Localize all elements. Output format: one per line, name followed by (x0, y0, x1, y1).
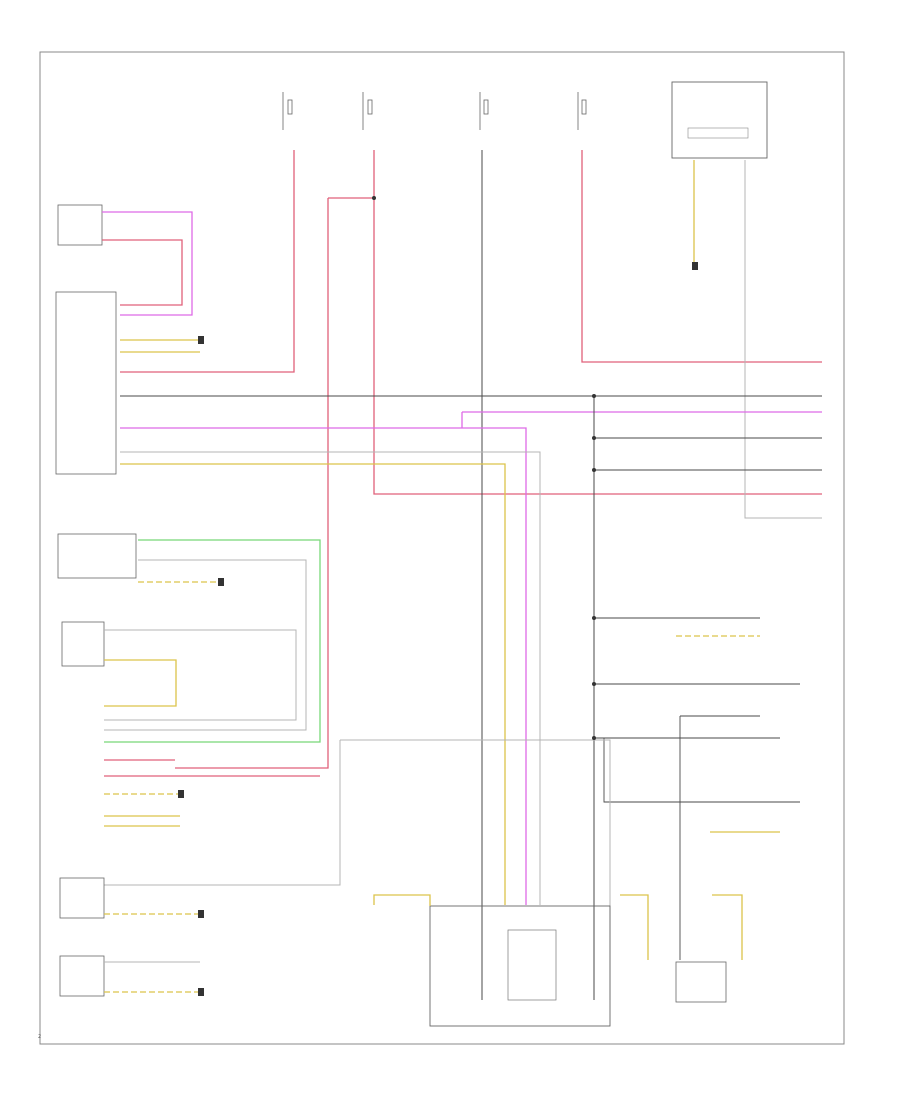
switch-block-bottom-2 (59, 955, 105, 997)
wire-pink-feed-2 (373, 150, 822, 495)
wire-pink-feed-1 (120, 150, 295, 373)
top-right-module (671, 81, 768, 159)
top-right-module-inner (687, 127, 749, 139)
diagram-border (39, 51, 845, 1045)
wire-violet-top-loop (102, 211, 193, 316)
ground-symbols (178, 262, 698, 996)
fuse-feed-1 (282, 92, 293, 130)
splice-dots (372, 196, 596, 740)
wire-violet-right (461, 411, 822, 428)
wire-grey-loop-2 (104, 629, 297, 721)
wire-pink-feed-4 (581, 150, 822, 363)
wire-yellow-loop (104, 659, 177, 707)
wire-yellow-bottom-right-2 (712, 894, 743, 960)
wire-yellow-bus (120, 463, 506, 905)
wire-black-bus-2 (594, 437, 822, 471)
wire-grey-module (744, 160, 822, 519)
switch-block-bottom-1 (59, 877, 105, 919)
wire-yellow-ground-3 (104, 815, 180, 827)
fuse-feed-3 (479, 92, 489, 130)
switch-block-mid (57, 533, 137, 579)
wire-violet-bus (120, 427, 527, 905)
wire-grey-bus-1 (120, 451, 541, 905)
fuse-feed-4 (577, 92, 587, 130)
wire-pink-top-loop (102, 239, 183, 306)
wire-yellow-bottom-right-1 (620, 894, 649, 960)
wire-yellow-bottom-loop (373, 894, 431, 906)
switch-block-top (57, 204, 103, 246)
wire-grey-loop-1 (104, 559, 307, 731)
fuse-feed-2 (362, 92, 373, 130)
bottom-center-module (429, 905, 611, 1027)
wire-black-right-5 (679, 715, 760, 960)
bottom-center-inner (507, 929, 557, 1001)
wire-pink-branch (175, 197, 374, 769)
left-control-module (55, 291, 117, 475)
diagram-id: 2 (38, 1034, 42, 1040)
bottom-right-component (675, 961, 727, 1003)
wire-grey-center-2 (340, 739, 611, 1000)
wire-black-right-4 (603, 738, 800, 803)
wire-grey-center (104, 740, 341, 886)
wire-green-loop (104, 539, 321, 743)
switch-block-lower (61, 621, 105, 667)
